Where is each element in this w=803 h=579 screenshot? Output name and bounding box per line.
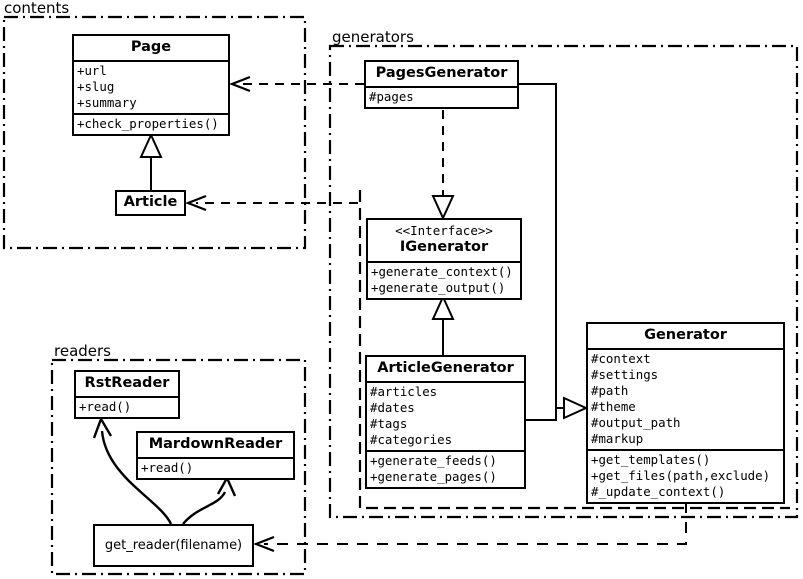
class-pagesgenerator[interactable]: PagesGenerator #pages (364, 60, 519, 109)
attribute: #tags (370, 415, 408, 431)
attribute: #markup (591, 430, 644, 446)
attribute: #categories (370, 431, 453, 447)
class-articlegenerator[interactable]: ArticleGenerator #articles #dates #tags … (365, 355, 526, 489)
class-page[interactable]: Page +url +slug +summary +check_properti… (72, 34, 230, 136)
class-pagesgenerator-attributes: #pages (366, 85, 517, 107)
method: +generate_output() (371, 280, 506, 296)
arrowhead-hollow-triangle-igenerator-top (431, 195, 455, 221)
edge-generator-to-getreader (264, 502, 687, 545)
class-igenerator-stereotype: <<Interface>> (395, 223, 493, 238)
method: +generate_pages() (370, 468, 497, 484)
class-igenerator-name: IGenerator (399, 239, 489, 256)
method: +read() (79, 398, 132, 414)
package-frame-generators (328, 44, 799, 519)
attribute: #pages (369, 88, 414, 104)
package-label-contents: contents (4, 0, 70, 17)
class-generator-name: Generator (644, 327, 727, 343)
class-article[interactable]: Article (115, 190, 186, 216)
edge-articlegenerator-to-generator (526, 407, 564, 421)
class-mardownreader-name: MardownReader (148, 436, 283, 452)
arrowhead-open-getreader (252, 535, 275, 553)
arrowhead-open-article (184, 194, 207, 212)
class-article-name: Article (123, 194, 178, 210)
class-page-name: Page (130, 39, 172, 55)
method: +get_files(path,exclude) (591, 467, 771, 483)
method: +check_properties() (77, 115, 219, 131)
attribute: +summary (77, 94, 137, 110)
arrowhead-hollow-triangle-generator (563, 396, 589, 420)
class-igenerator-header: <<Interface>> IGenerator (368, 220, 520, 261)
package-frame-readers (50, 358, 307, 576)
function-get-reader[interactable]: get_reader(filename) (93, 524, 254, 567)
method: +get_templates() (591, 451, 711, 467)
package-label-generators: generators (332, 28, 414, 46)
method: +generate_context() (371, 264, 513, 280)
class-generator[interactable]: Generator #context #settings #path #them… (586, 322, 785, 504)
class-rstreader-methods: +read() (76, 395, 178, 417)
package-inner-divider-generators (358, 190, 790, 510)
class-rstreader-name: RstReader (84, 375, 170, 391)
arrowhead-open-mardownreader (216, 475, 237, 497)
class-generator-attributes: #context #settings #path #theme #output_… (588, 347, 783, 449)
attribute: +slug (77, 78, 115, 94)
arrowhead-hollow-triangle-page (139, 132, 163, 158)
class-articlegenerator-attributes: #articles #dates #tags #categories (367, 380, 524, 450)
method: +generate_feeds() (370, 452, 497, 468)
attribute: #path (591, 382, 629, 398)
function-get-reader-label: get_reader(filename) (104, 538, 243, 553)
class-articlegenerator-name: ArticleGenerator (377, 360, 514, 376)
attribute: #dates (370, 399, 415, 415)
package-label-readers: readers (54, 342, 111, 360)
class-rstreader[interactable]: RstReader +read() (74, 370, 180, 419)
class-generator-methods: +get_templates() +get_files(path,exclude… (588, 448, 783, 502)
edge-getreader-to-mardownreader (182, 491, 227, 525)
class-page-attributes: +url +slug +summary (74, 59, 228, 113)
class-igenerator[interactable]: <<Interface>> IGenerator +generate_conte… (366, 218, 522, 301)
arrowhead-open-rstreader (92, 416, 113, 439)
class-igenerator-methods: +generate_context() +generate_output() (368, 261, 520, 298)
arrowhead-open-page (228, 75, 251, 93)
method: +read() (141, 459, 194, 475)
class-mardownreader-methods: +read() (138, 456, 293, 478)
edge-getreader-to-rstreader (100, 430, 173, 525)
attribute: +url (77, 62, 107, 78)
attribute: #settings (591, 366, 659, 382)
package-frame-contents (2, 15, 307, 250)
attribute: #context (591, 350, 651, 366)
attribute: #theme (591, 398, 636, 414)
class-mardownreader[interactable]: MardownReader +read() (136, 431, 295, 480)
class-pagesgenerator-name: PagesGenerator (375, 65, 508, 81)
method: #_update_context() (591, 483, 726, 499)
attribute: #output_path (591, 414, 681, 430)
arrowhead-hollow-triangle-igenerator-bottom (431, 294, 455, 320)
class-articlegenerator-methods: +generate_feeds() +generate_pages() (367, 449, 524, 487)
attribute: #articles (370, 383, 438, 399)
class-page-methods: +check_properties() (74, 112, 228, 134)
